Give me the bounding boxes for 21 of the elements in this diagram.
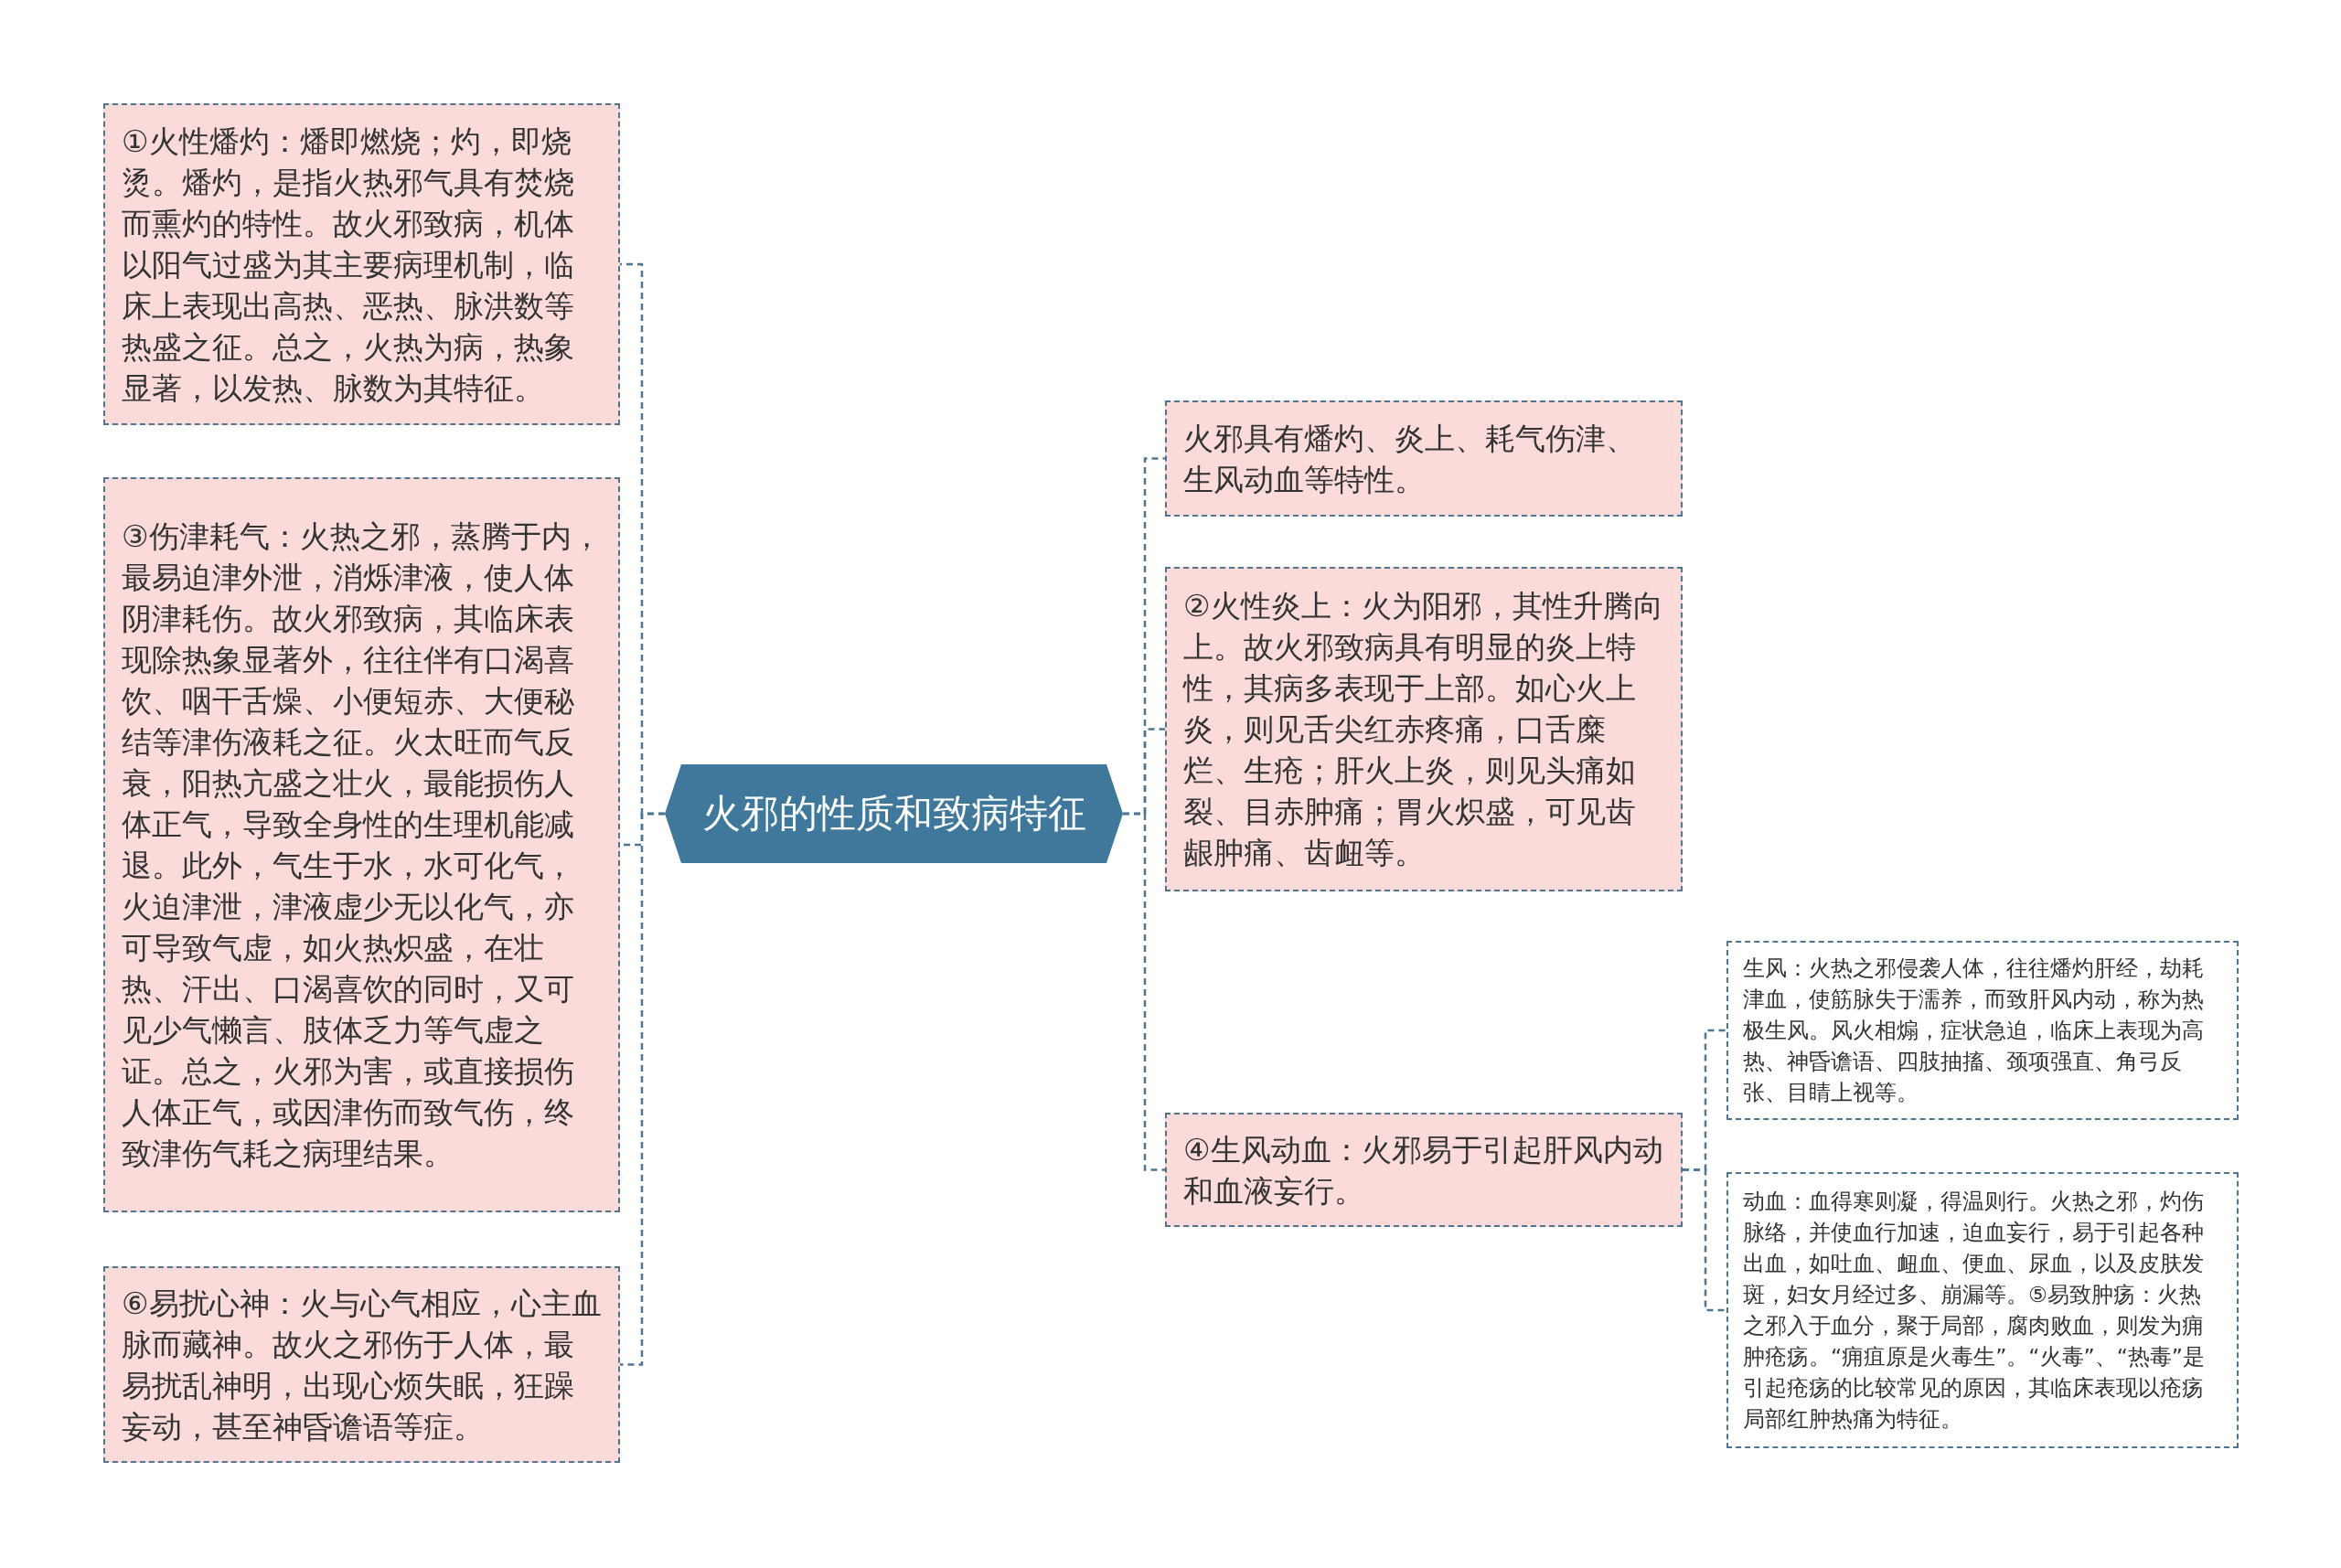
note-box [103,1266,620,1463]
note-text: ①火性燔灼：燔即燃烧；灼，即烧烫。燔灼，是指火热邪气具有焚烧而熏灼的特性。故火邪致病，机体以阳气过盛为其主要病理机制，临床上表现出高热、恶热、脉洪数等热盛之征。总之，火热为病，热象显著，以发热、脉数为其特征。 [122,122,575,408]
note-box [1165,567,1683,891]
note-box [103,477,620,1212]
topic-title: 火邪的性质和致病特征 [701,790,1086,837]
note-text: 火邪具有燔灼、炎上、耗气伤津、生风动血等特性。 [1183,419,1637,499]
note-box [1165,1113,1683,1227]
note-text: ③伤津耗气：火热之邪，蒸腾于内，最易迫津外泄，消烁津液，使人体阴津耗伤。故火邪致病，其临床表现除热象显著外，往往伴有口渴喜饮、咽干舌燥、小便短赤、大便秘结等津伤液耗之征。火太旺而气反衰，阳热亢盛之壮火，最能损伤人体正气，导致全身性的生理机能减退。此外，气生于水，水可化气，火迫津泄，津液虚少无以化气，亦可导致气虚，如火热炽盛，在壮热、汗出、口渴喜饮的同时，又可见少气懒言、肢体乏力等气虚之证。总之，火邪为害，或直接损伤人体正气，或因津伤而致气伤，终致津伤气耗之病理结果。 [122,517,602,1173]
note-text: ②火性炎上：火为阳邪，其性升腾向上。故火邪致病具有明显的炎上特性，其病多表现于上部。如心火上炎，则见舌尖红赤疼痛，口舌糜烂、生疮；肝火上炎，则见头痛如裂、目赤肿痛；胃火炽盛，可见齿龈肿痛、齿衄等。 [1183,587,1664,872]
connector-line [620,812,665,1366]
topic-hexagon [665,764,1123,863]
note-text: 动血：血得寒则凝，得温则行。火热之邪，灼伤脉络，并使血行加速，迫血妄行，易于引起各种出血，如吐血、衄血、便血、尿血，以及皮肤发斑，妇女月经过多、崩漏等。⑤易致肿疡：火热之邪入于血分，聚于局部，腐肉败血，则发为痈肿疮疡。“痈疽原是火毒生”。“火毒”、“热毒”是引起疮疡的比较常见的原因，其临床表现以疮疡局部红肿热痛为特征。 [1743,1188,2207,1434]
connector-line [1683,1168,1726,1312]
note-box [1726,1172,2239,1448]
note-text: 生风：火热之邪侵袭人体，往往燔灼肝经，劫耗津血，使筋脉失于濡养，而致肝风内动，称为热极生风。风火相煽，症状急迫，临床上表现为高热、神昏谵语、四肢抽搐、颈项强直、角弓反张、目睛上视等。 [1743,955,2205,1107]
note-box [103,103,620,425]
note-box [1726,941,2239,1120]
connector-line [1123,812,1165,1171]
note-text: ⑥易扰心神：火与心气相应，心主血脉而藏神。故火之邪伤于人体，最易扰乱神明，出现心烦失眠，狂躁妄动，甚至神昏谵语等症。 [122,1284,602,1446]
note-text: ④生风动血：火邪易于引起肝风内动和血液妄行。 [1183,1130,1664,1211]
note-box [1165,400,1683,517]
